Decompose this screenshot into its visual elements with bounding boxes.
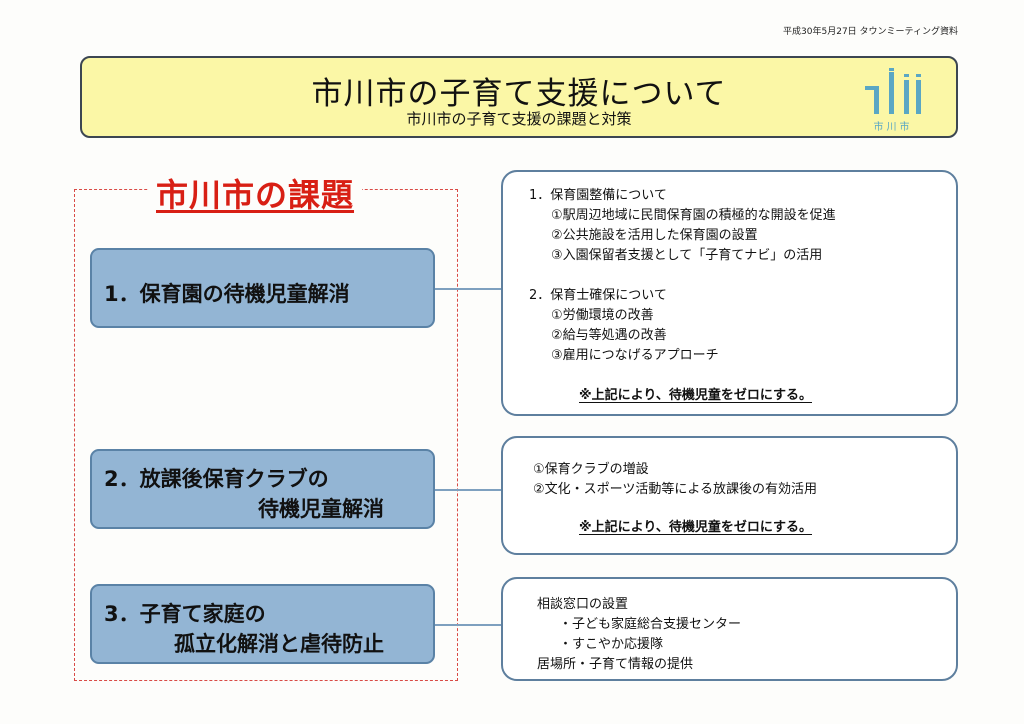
measure-1-heading-a: 1．保育園整備について <box>529 188 667 203</box>
issue-3-line2: 孤立化解消と虐待防止 <box>174 632 384 656</box>
issue-1: 1．保育園の待機児童解消 <box>90 248 435 328</box>
measure-3-item: ・子ども家庭総合支援センター <box>559 617 742 632</box>
measure-3-item: ・すこやか応援隊 <box>559 637 664 652</box>
measure-1-heading-b: 2．保育士確保について <box>529 288 667 303</box>
issue-1-line1: 1．保育園の待機児童解消 <box>104 282 350 306</box>
measure-2-item: ①保育クラブの増設 <box>533 462 649 477</box>
measure-1-item: ①駅周辺地域に民間保育園の積極的な開設を促進 <box>551 208 836 223</box>
page-subtitle: 市川市の子育て支援の課題と対策 <box>406 110 632 128</box>
city-logo-icon <box>865 68 921 114</box>
measure-1-item: ②給与等処遇の改善 <box>551 328 667 343</box>
measure-1-item: ①労働環境の改善 <box>551 308 654 323</box>
connector-3 <box>435 624 501 626</box>
measure-1-item: ②公共施設を活用した保育園の設置 <box>551 228 758 243</box>
issue-2-line1: 2．放課後保育クラブの <box>104 467 329 491</box>
measure-2-conclusion: ※上記により、待機児童をゼロにする。 <box>579 520 812 535</box>
measure-3-heading: 相談窓口の設置 <box>537 597 629 612</box>
measure-2-item: ②文化・スポーツ活動等による放課後の有効活用 <box>533 482 818 497</box>
measure-box-2: ①保育クラブの増設 ②文化・スポーツ活動等による放課後の有効活用 ※上記により、… <box>501 436 958 555</box>
page-title: 市川市の子育て支援について <box>311 76 727 112</box>
measure-box-3: 相談窓口の設置 ・子ども家庭総合支援センター ・すこやか応援隊 居場所・子育て情… <box>501 577 958 681</box>
issue-3-line1: 3．子育て家庭の <box>104 602 266 626</box>
measure-1-item: ③入園保留者支援として「子育てナビ」の活用 <box>551 248 823 263</box>
measure-1-conclusion: ※上記により、待機児童をゼロにする。 <box>579 388 812 403</box>
issues-title: 市川市の課題 <box>148 170 363 216</box>
city-logo: 市川市 <box>862 68 924 133</box>
date-note: 平成30年5月27日 タウンミーティング資料 <box>783 27 958 37</box>
connector-1 <box>435 288 501 290</box>
issue-3: 3．子育て家庭の 孤立化解消と虐待防止 <box>90 584 435 664</box>
measure-box-1: 1．保育園整備について ①駅周辺地域に民間保育園の積極的な開設を促進 ②公共施設… <box>501 170 958 416</box>
header-banner: 市川市の子育て支援について 市川市の子育て支援の課題と対策 市川市 <box>80 56 958 138</box>
logo-text: 市川市 <box>873 122 913 133</box>
issue-2-line2: 待機児童解消 <box>258 497 384 521</box>
connector-2 <box>435 489 501 491</box>
measure-1-item: ③雇用につなげるアプローチ <box>551 348 719 363</box>
measure-3-heading: 居場所・子育て情報の提供 <box>537 657 694 672</box>
issue-2: 2．放課後保育クラブの 待機児童解消 <box>90 449 435 529</box>
